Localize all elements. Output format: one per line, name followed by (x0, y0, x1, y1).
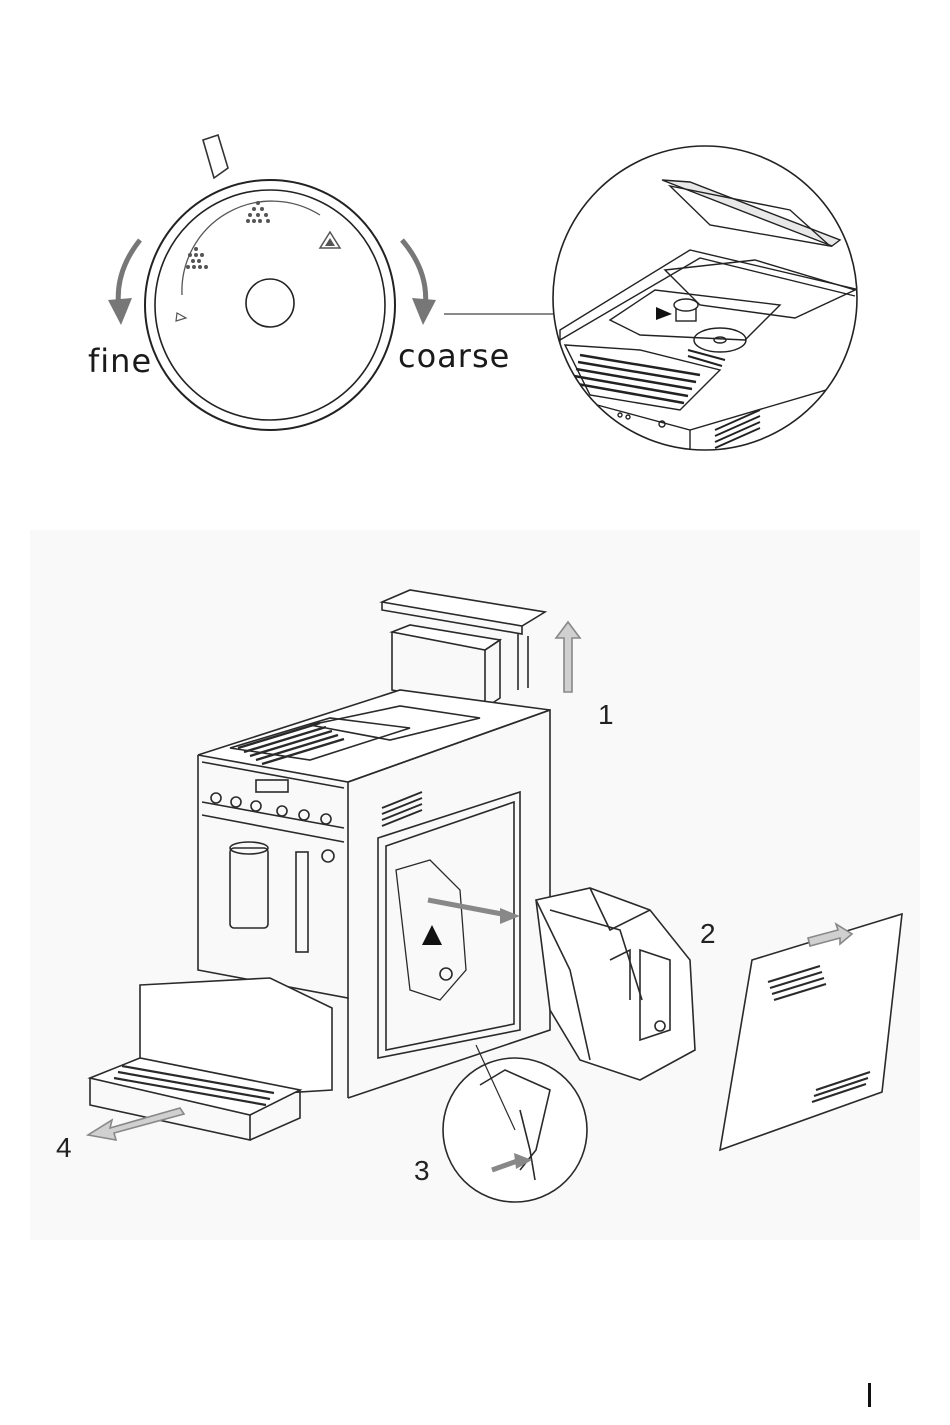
step-4-label: 4 (56, 1132, 72, 1163)
step-2-label: 2 (700, 918, 716, 949)
grinder-location-detail (553, 146, 860, 470)
grind-dial (145, 180, 395, 430)
grind-size-icons (176, 201, 340, 321)
page-edge-mark (868, 1383, 871, 1407)
rotate-left-arrow-icon (108, 240, 140, 325)
step-1-label: 1 (598, 699, 614, 730)
dial-pointer-icon (203, 135, 228, 178)
coarse-label: coarse (398, 337, 510, 375)
step-3-label: 3 (414, 1155, 430, 1186)
rotate-right-arrow-icon (402, 240, 436, 325)
fine-label: fine (88, 342, 152, 380)
brew-unit-removal-figure: 1 2 3 4 (30, 530, 920, 1240)
grind-dial-figure: fine coarse (0, 0, 950, 470)
